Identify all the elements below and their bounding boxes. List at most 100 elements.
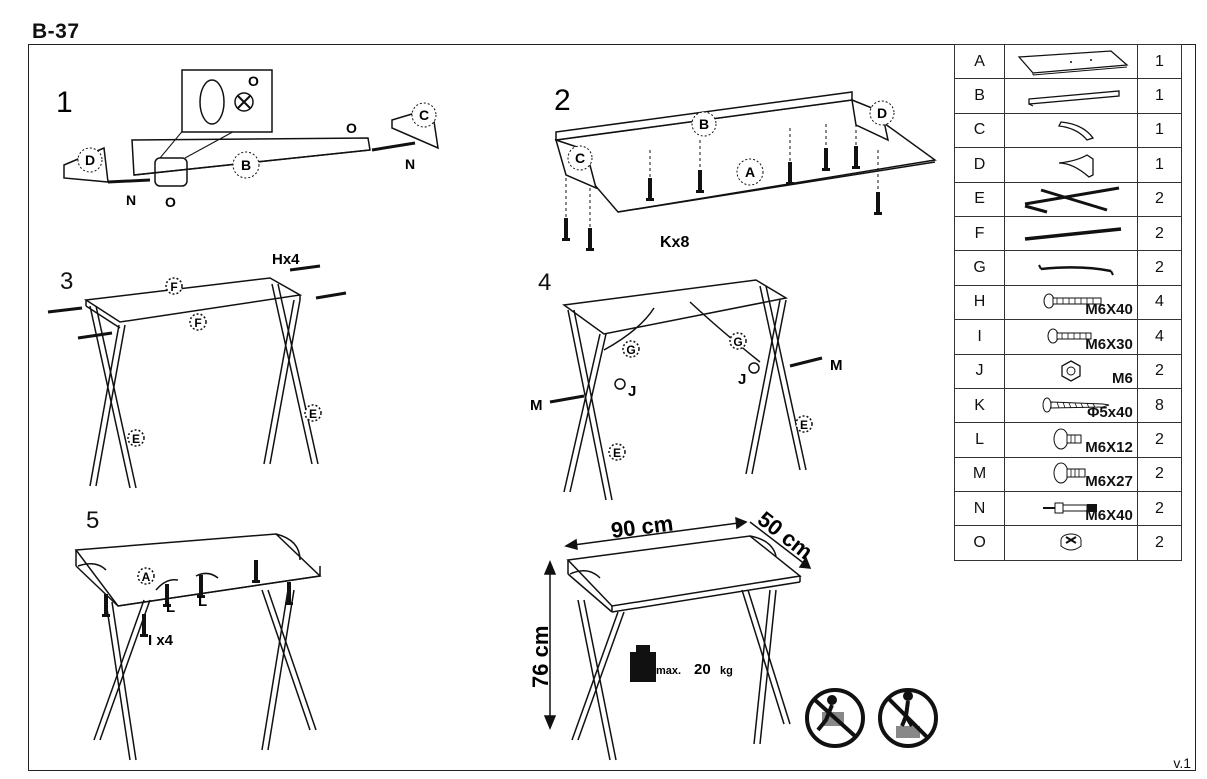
weight-icon xyxy=(630,645,656,682)
svg-text:G: G xyxy=(626,343,635,357)
part-spec: M6X30 xyxy=(1085,335,1133,353)
part-quantity: 2 xyxy=(1136,353,1183,389)
svg-text:G: G xyxy=(733,335,742,349)
svg-text:L: L xyxy=(166,599,175,616)
svg-text:F: F xyxy=(194,316,201,330)
short-bolt-icon xyxy=(1005,427,1137,453)
long-bolt-icon xyxy=(1005,292,1137,312)
part-quantity: 4 xyxy=(1136,284,1183,321)
svg-text:I x4: I x4 xyxy=(148,632,174,649)
part-illustration: M6X30 xyxy=(1004,319,1138,355)
cam-dowel-icon xyxy=(1005,498,1137,520)
manual-title: B-37 xyxy=(32,20,80,43)
part-spec: M6X40 xyxy=(1085,507,1133,525)
step-1: 1 O D N O B O C N xyxy=(56,69,439,210)
svg-text:J: J xyxy=(628,383,636,400)
svg-text:O: O xyxy=(248,73,259,89)
svg-text:A: A xyxy=(142,570,151,584)
svg-text:E: E xyxy=(309,407,317,421)
part-letter: M xyxy=(953,456,1006,493)
svg-text:J: J xyxy=(738,371,746,388)
medium-bolt-icon xyxy=(1005,327,1137,347)
part-quantity: 1 xyxy=(1136,147,1183,183)
svg-text:D: D xyxy=(877,105,887,121)
svg-text:E: E xyxy=(132,432,140,446)
part-letter: O xyxy=(953,525,1006,561)
step-2: 2 B D C A Kx8 xyxy=(554,84,937,251)
svg-text:M: M xyxy=(530,397,543,414)
part-quantity: 1 xyxy=(1136,112,1183,149)
step-number: 5 xyxy=(86,507,99,534)
part-letter: I xyxy=(953,319,1006,355)
part-illustration xyxy=(1004,525,1138,561)
hex-nut-icon xyxy=(1005,358,1137,384)
svg-text:kg: kg xyxy=(720,665,733,677)
cam-lock-icon xyxy=(1005,530,1137,556)
part-quantity: 2 xyxy=(1136,181,1183,217)
svg-text:N: N xyxy=(405,156,415,172)
part-illustration: M6 xyxy=(1004,353,1138,389)
part-letter: L xyxy=(953,422,1006,458)
svg-text:C: C xyxy=(419,107,429,123)
svg-text:B: B xyxy=(699,116,709,132)
part-letter: E xyxy=(953,181,1006,217)
zoom-box xyxy=(181,69,273,133)
part-quantity: 8 xyxy=(1136,387,1183,424)
part-letter: H xyxy=(953,284,1006,321)
part-letter: G xyxy=(953,250,1006,286)
part-illustration xyxy=(1004,250,1138,286)
part-illustration: M6X27 xyxy=(1004,456,1138,493)
part-spec: Φ5x40 xyxy=(1087,404,1133,422)
side-panel-left-icon xyxy=(1005,151,1137,179)
part-illustration: Φ5x40 xyxy=(1004,387,1138,424)
part-letter: J xyxy=(953,353,1006,389)
part-illustration xyxy=(1004,43,1138,80)
height-dimension: 76 cm xyxy=(528,626,553,688)
svg-text:A: A xyxy=(745,164,755,180)
svg-text:O: O xyxy=(165,194,176,210)
part-letter: D xyxy=(953,147,1006,183)
width-dimension: 90 cm xyxy=(610,511,675,543)
step-4: 4 xyxy=(538,269,823,501)
dimensions-illustration xyxy=(543,516,812,761)
no-climbing-icon xyxy=(805,688,865,748)
part-quantity: 2 xyxy=(1136,250,1183,286)
bolt-icon xyxy=(1005,461,1137,487)
part-quantity: 2 xyxy=(1136,215,1183,252)
part-illustration: M6X12 xyxy=(1004,422,1138,458)
part-quantity: 2 xyxy=(1136,491,1183,527)
part-letter: A xyxy=(953,43,1006,80)
svg-text:E: E xyxy=(613,446,621,460)
curved-bar-icon xyxy=(1005,255,1137,281)
step-5: 5 xyxy=(74,507,322,761)
part-spec: M6X12 xyxy=(1085,438,1133,456)
svg-text:E: E xyxy=(800,418,808,432)
part-letter: K xyxy=(953,387,1006,424)
part-illustration xyxy=(1004,181,1138,217)
part-illustration: M6X40 xyxy=(1004,491,1138,527)
version-label: v.1 xyxy=(1173,755,1191,771)
part-letter: N xyxy=(953,491,1006,527)
part-spec: M6X27 xyxy=(1085,473,1133,491)
part-letter: B xyxy=(953,78,1006,114)
svg-text:F: F xyxy=(170,280,177,294)
part-quantity: 2 xyxy=(1136,456,1183,493)
step-3: 3 xyxy=(47,264,347,489)
part-quantity: 1 xyxy=(1136,78,1183,114)
part-illustration xyxy=(1004,78,1138,114)
long-bar-icon xyxy=(1005,221,1137,247)
